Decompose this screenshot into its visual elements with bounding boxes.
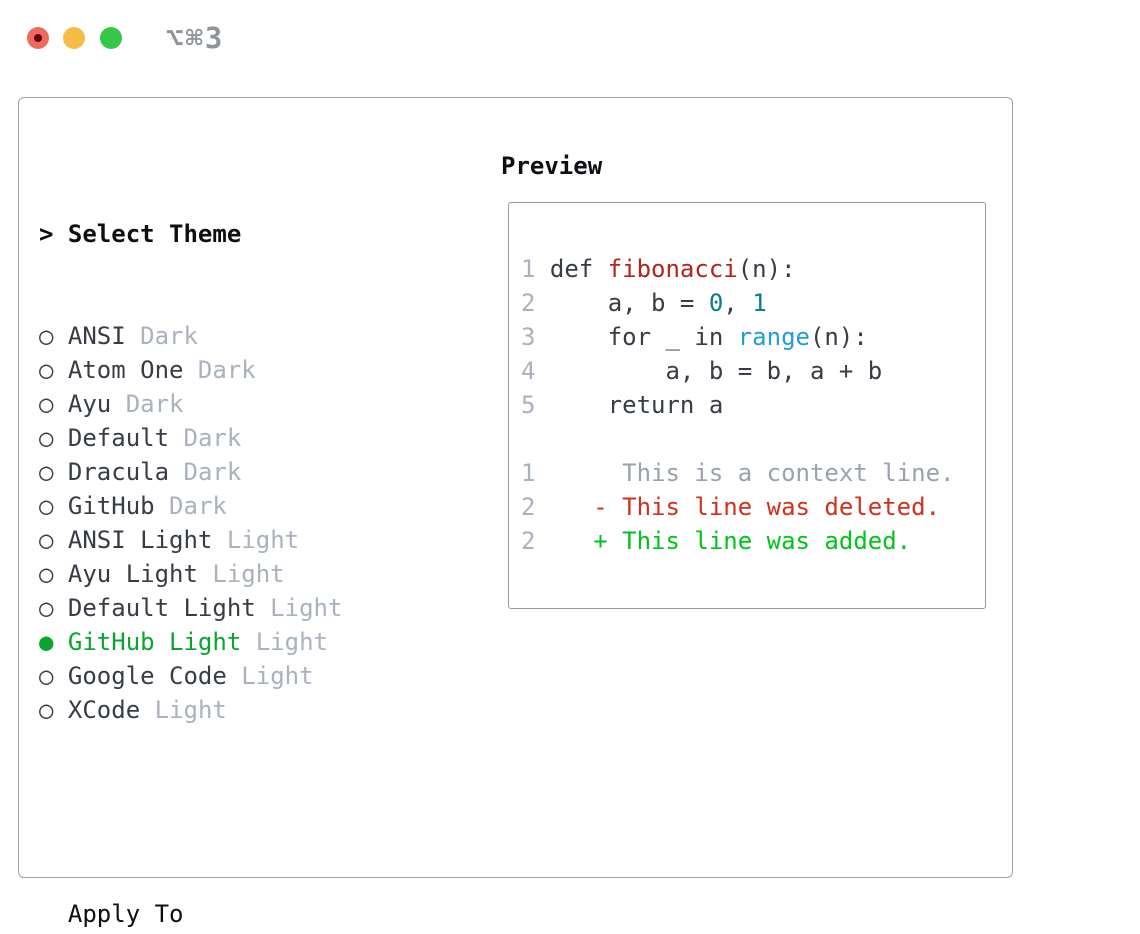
theme-option-ayu-light[interactable]: ○ Ayu Light Light bbox=[39, 557, 444, 591]
radio-unselected-icon: ○ bbox=[39, 492, 54, 520]
theme-variant: Light bbox=[197, 560, 285, 588]
theme-name: Default bbox=[67, 424, 170, 452]
code-segment-number: 1 bbox=[752, 289, 767, 317]
code-line: 2 + This line was added. bbox=[521, 524, 954, 558]
theme-name: Dracula bbox=[67, 458, 170, 486]
theme-option-ansi-light[interactable]: ○ ANSI Light Light bbox=[39, 523, 444, 557]
code-segment-plain: a, b = bbox=[549, 289, 709, 317]
radio-unselected-icon: ○ bbox=[39, 560, 54, 588]
theme-name: Atom One bbox=[67, 356, 184, 384]
radio-unselected-icon: ○ bbox=[39, 322, 54, 350]
theme-variant: Light bbox=[212, 526, 300, 554]
titlebar: ⌥⌘3 bbox=[0, 0, 1140, 97]
theme-option-github[interactable]: ○ GitHub Dark bbox=[39, 489, 444, 523]
theme-name: ANSI Light bbox=[67, 526, 213, 554]
theme-list: ○ ANSI Dark ○ Atom One Dark ○ Ayu Dark ○ Defaul… bbox=[39, 319, 444, 727]
theme-name: Ayu Light bbox=[67, 560, 198, 588]
preview-header: Preview bbox=[501, 152, 603, 180]
theme-option-ansi[interactable]: ○ ANSI Dark bbox=[39, 319, 444, 353]
line-number: 5 bbox=[521, 391, 536, 419]
theme-variant: Dark bbox=[169, 424, 242, 452]
theme-option-xcode[interactable]: ○ XCode Light bbox=[39, 693, 444, 727]
code-segment-plain: , bbox=[723, 289, 753, 317]
theme-variant: Dark bbox=[183, 356, 256, 384]
line-number: 2 bbox=[521, 527, 536, 555]
theme-variant: Dark bbox=[125, 322, 198, 350]
theme-name: XCode bbox=[67, 696, 141, 724]
radio-unselected-icon: ○ bbox=[39, 594, 54, 622]
spacer bbox=[39, 795, 444, 829]
close-button[interactable] bbox=[27, 27, 49, 49]
close-dot-icon bbox=[34, 34, 42, 42]
code-segment-call: range bbox=[737, 323, 810, 351]
code-line: 4 a, b = b, a + b bbox=[521, 354, 954, 388]
line-number: 1 bbox=[521, 255, 536, 283]
code-segment-plain: return a bbox=[549, 391, 724, 419]
code-segment-func: fibonacci bbox=[607, 255, 738, 283]
apply-to-header: Apply To bbox=[67, 900, 184, 928]
theme-name: Default Light bbox=[67, 594, 256, 622]
code-line: 1 def fibonacci(n): bbox=[521, 252, 954, 286]
code-line: 2 - This line was deleted. bbox=[521, 490, 954, 524]
code-line: 3 for _ in range(n): bbox=[521, 320, 954, 354]
code-segment-deleted: - This line was deleted. bbox=[549, 493, 941, 521]
theme-option-google-code[interactable]: ○ Google Code Light bbox=[39, 659, 444, 693]
code-segment-plain: def bbox=[549, 255, 608, 283]
code-segment-plain: for _ in bbox=[549, 323, 738, 351]
apply-to-header-row: Apply To bbox=[39, 897, 444, 931]
line-number: 2 bbox=[521, 493, 536, 521]
theme-name: Google Code bbox=[67, 662, 227, 690]
line-number: 4 bbox=[521, 357, 536, 385]
minimize-button[interactable] bbox=[63, 27, 85, 49]
theme-option-dracula[interactable]: ○ Dracula Dark bbox=[39, 455, 444, 489]
theme-variant: Dark bbox=[111, 390, 184, 418]
radio-unselected-icon: ○ bbox=[39, 390, 54, 418]
theme-option-ayu[interactable]: ○ Ayu Dark bbox=[39, 387, 444, 421]
theme-option-github-light[interactable]: ● GitHub Light Light bbox=[39, 625, 444, 659]
theme-variant: Light bbox=[255, 594, 343, 622]
theme-name: Ayu bbox=[67, 390, 112, 418]
radio-unselected-icon: ○ bbox=[39, 458, 54, 486]
radio-unselected-icon: ○ bbox=[39, 662, 54, 690]
theme-variant: Dark bbox=[154, 492, 227, 520]
main-panel: > Select Theme ○ ANSI Dark ○ Atom One Dark ○ A… bbox=[18, 97, 1013, 928]
theme-option-default-light[interactable]: ○ Default Light Light bbox=[39, 591, 444, 625]
theme-option-default[interactable]: ○ Default Dark bbox=[39, 421, 444, 455]
line-number: 2 bbox=[521, 289, 536, 317]
theme-variant: Light bbox=[241, 628, 328, 656]
radio-unselected-icon: ○ bbox=[39, 424, 54, 452]
theme-variant: Light bbox=[140, 696, 227, 724]
code-segment-added: + This line was added. bbox=[549, 527, 912, 555]
theme-variant: Dark bbox=[169, 458, 242, 486]
radio-selected-icon: ● bbox=[39, 628, 54, 656]
line-number: 1 bbox=[521, 459, 536, 487]
radio-unselected-icon: ○ bbox=[39, 356, 54, 384]
code-line bbox=[521, 422, 954, 456]
theme-name: GitHub bbox=[67, 492, 155, 520]
theme-option-atom-one[interactable]: ○ Atom One Dark bbox=[39, 353, 444, 387]
radio-unselected-icon: ○ bbox=[39, 696, 54, 724]
code-line: 1 This is a context line. bbox=[521, 456, 954, 490]
code-segment-plain: a, b = b, a + b bbox=[549, 357, 883, 385]
theme-name: GitHub Light bbox=[67, 628, 242, 656]
cursor-icon: > bbox=[39, 220, 54, 248]
theme-name: ANSI bbox=[67, 322, 126, 350]
theme-variant: Light bbox=[226, 662, 314, 690]
select-theme-header: Select Theme bbox=[67, 220, 242, 248]
theme-selector: > Select Theme ○ ANSI Dark ○ Atom One Dark ○ A… bbox=[39, 149, 444, 934]
code-segment-plain: (n): bbox=[737, 255, 796, 283]
code-segment-number: 0 bbox=[708, 289, 724, 317]
line-number: 3 bbox=[521, 323, 536, 351]
radio-unselected-icon: ○ bbox=[39, 526, 54, 554]
window-title-shortcut: ⌥⌘3 bbox=[166, 21, 225, 55]
code-segment-context: This is a context line. bbox=[549, 459, 955, 487]
select-theme-header-row: > Select Theme bbox=[39, 217, 444, 251]
maximize-button[interactable] bbox=[100, 27, 122, 49]
code-line: 5 return a bbox=[521, 388, 954, 422]
code-line: 2 a, b = 0, 1 bbox=[521, 286, 954, 320]
code-segment-plain: (n): bbox=[809, 323, 868, 351]
